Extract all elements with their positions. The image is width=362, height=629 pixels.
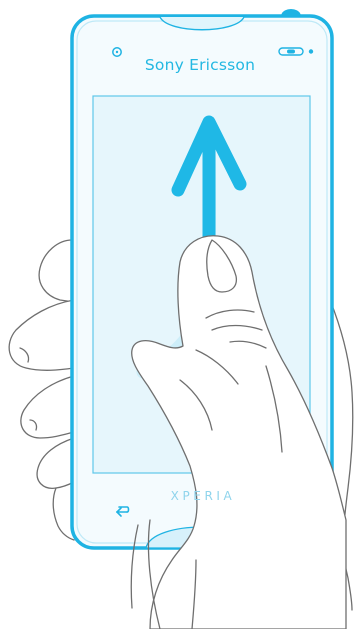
left-finger-middle — [9, 300, 74, 370]
power-button[interactable] — [282, 10, 300, 15]
left-finger-lower — [21, 376, 74, 438]
left-finger-top — [39, 240, 74, 302]
left-finger-bottom — [37, 438, 74, 488]
